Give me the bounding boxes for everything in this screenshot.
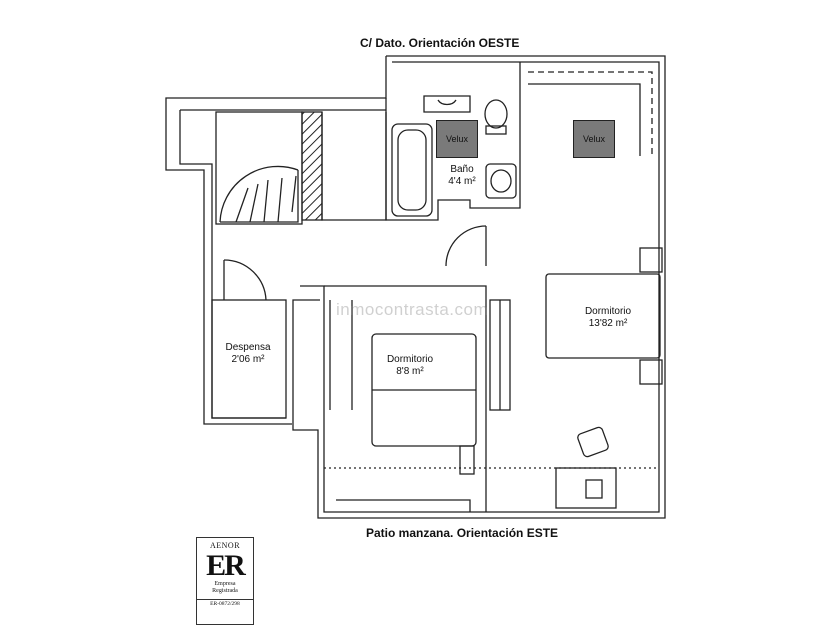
outer-wall-inner [300, 61, 660, 513]
room-area: 13'82 m² [588, 318, 628, 329]
chair [577, 426, 609, 458]
hatched-chimney [301, 111, 323, 221]
orientation-bottom-label: Patio manzana. Orientación ESTE [366, 526, 559, 540]
room-despensa: Despensa 2'06 m² [218, 342, 278, 366]
aenor-certification-logo: AENOR ER Empresa Registrada ER-0872/298 [196, 537, 254, 625]
room-name: Baño [450, 164, 474, 175]
toilet [484, 99, 508, 129]
wardrobe-dashed [528, 71, 653, 156]
room-bano: Baño 4'4 m² [440, 164, 484, 188]
orientation-top-label: C/ Dato. Orientación OESTE [360, 36, 520, 50]
bidet [423, 95, 471, 113]
room-area: 4'4 m² [448, 176, 476, 187]
logo-org: AENOR [209, 541, 241, 550]
left-wall [165, 56, 387, 425]
logo-code: ER-0872/298 [197, 599, 253, 607]
door-arc [445, 225, 487, 267]
bathtub [391, 123, 433, 217]
room-name: Dormitorio [386, 354, 434, 365]
door-arc [223, 259, 267, 301]
room-area: 8'8 m² [396, 366, 424, 377]
room-area: 2'06 m² [231, 354, 265, 365]
logo-mark: ER [206, 549, 246, 582]
logo-line2: Registrada [212, 588, 238, 594]
bathroom-walls [385, 62, 521, 221]
left-wall-inner [179, 110, 286, 419]
room-dormitorio-small: Dormitorio 8'8 m² [380, 354, 440, 378]
skylight-velux-bathroom: Velux [436, 120, 478, 158]
desk [555, 467, 617, 509]
spiral-stair [219, 165, 299, 223]
outer-wall [292, 55, 666, 519]
sink [485, 163, 517, 199]
room-dormitorio-large: Dormitorio 13'82 m² [576, 306, 640, 330]
despensa-walls [211, 299, 287, 419]
logo-line1: Empresa [214, 581, 236, 587]
skylight-velux-bedroom: Velux [573, 120, 615, 158]
bed-large [545, 273, 661, 359]
room-name: Despensa [225, 342, 271, 353]
small-bedroom-walls [324, 285, 487, 512]
watermark: inmocontrasta.com [336, 300, 489, 319]
room-name: Dormitorio [584, 306, 632, 317]
